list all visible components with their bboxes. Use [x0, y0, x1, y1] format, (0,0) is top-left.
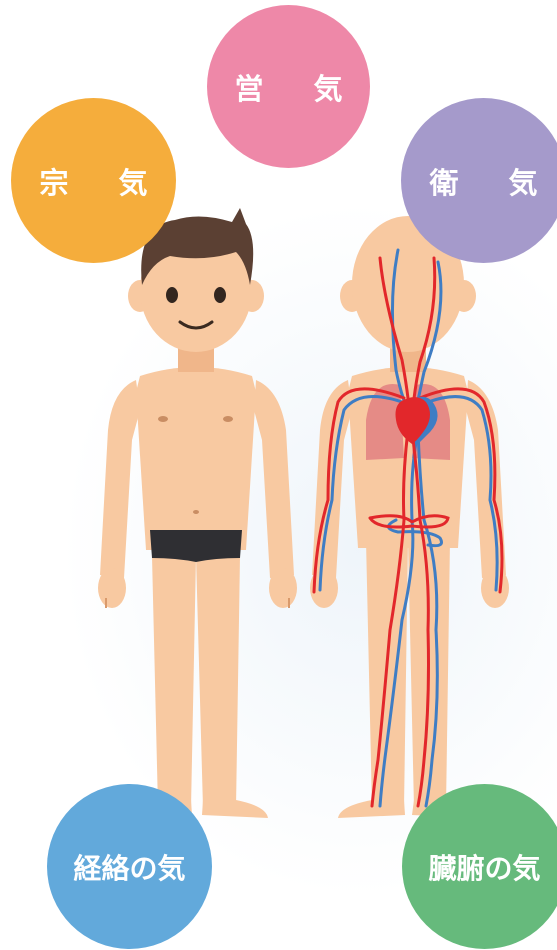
label-soki: 宗 気 — [39, 160, 167, 202]
circle-eiki-top: 営 気 — [207, 5, 370, 168]
circulatory-body-illustration — [310, 216, 509, 818]
label-eiki-top: 営 気 — [234, 66, 362, 108]
circle-keiraku: 経絡の気 — [47, 784, 212, 949]
label-eiki-right: 衛 気 — [429, 160, 557, 202]
circle-soki: 宗 気 — [11, 98, 176, 263]
circle-zofu: 臓腑の気 — [402, 784, 557, 949]
label-zofu: 臓腑の気 — [428, 847, 540, 887]
label-keiraku: 経絡の気 — [73, 847, 185, 887]
boy-illustration — [98, 208, 297, 818]
circle-eiki-right: 衛 気 — [401, 98, 557, 263]
